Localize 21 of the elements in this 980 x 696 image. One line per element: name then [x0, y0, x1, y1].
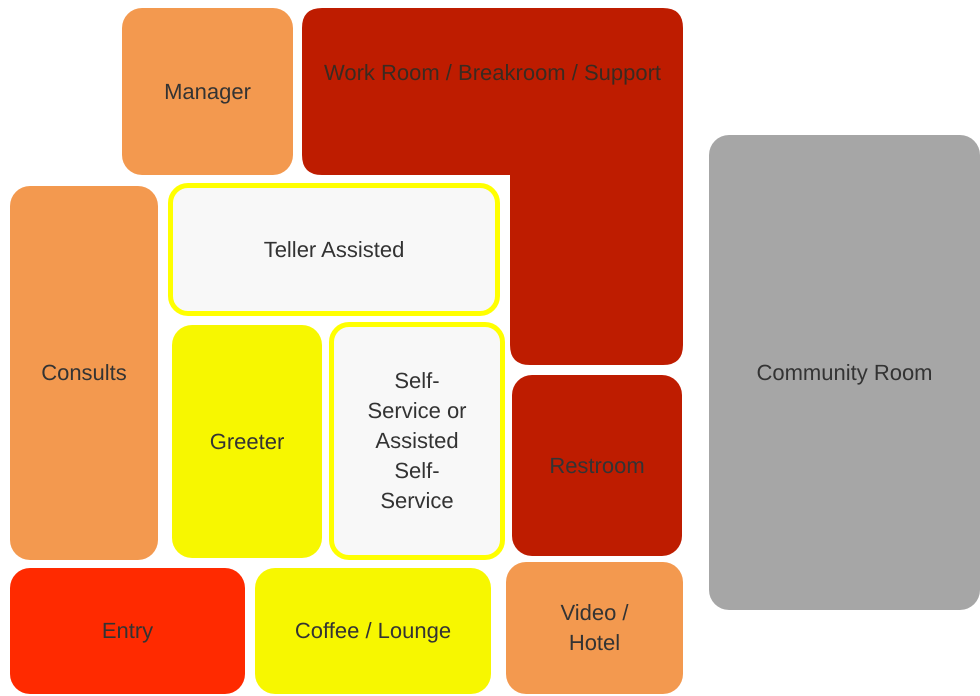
room-block	[255, 568, 491, 694]
room-block	[168, 183, 500, 316]
room-label: Video / Hotel	[559, 599, 630, 657]
room-block	[709, 135, 980, 610]
room-block	[10, 186, 158, 560]
room-label: Entry	[102, 617, 154, 645]
room-label: Consults	[41, 359, 127, 387]
room-label: Self-Service or Assisted Self-Service	[366, 367, 468, 515]
room-label: Coffee / Lounge	[294, 617, 452, 645]
room-block	[512, 375, 682, 556]
room-label: Work Room / Breakroom / Support	[322, 59, 662, 87]
room-block	[172, 325, 322, 558]
room-label: Restroom	[549, 452, 645, 480]
room-label: Manager	[164, 78, 251, 106]
room-block	[506, 562, 683, 694]
room-block	[10, 568, 245, 694]
room-label: Teller Assisted	[264, 236, 404, 264]
room-block	[329, 322, 505, 560]
room-label: Greeter	[210, 428, 284, 456]
room-block	[122, 8, 293, 175]
room-label: Community Room	[756, 358, 933, 387]
